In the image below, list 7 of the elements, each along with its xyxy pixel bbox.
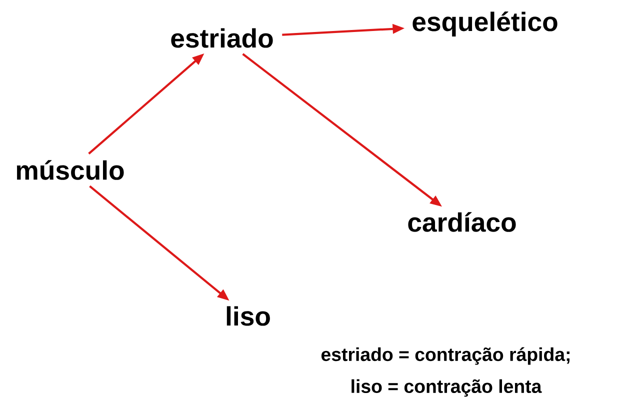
term-label: cardíaco (408, 212, 516, 232)
term-label: liso (226, 306, 270, 326)
term-label: músculo (16, 160, 124, 180)
term-label: estriado (171, 28, 273, 48)
note-text: estriado = contração rápida; (321, 347, 570, 365)
note-text: liso = contração lenta (352, 379, 542, 397)
term-label: esquelético (412, 11, 558, 37)
